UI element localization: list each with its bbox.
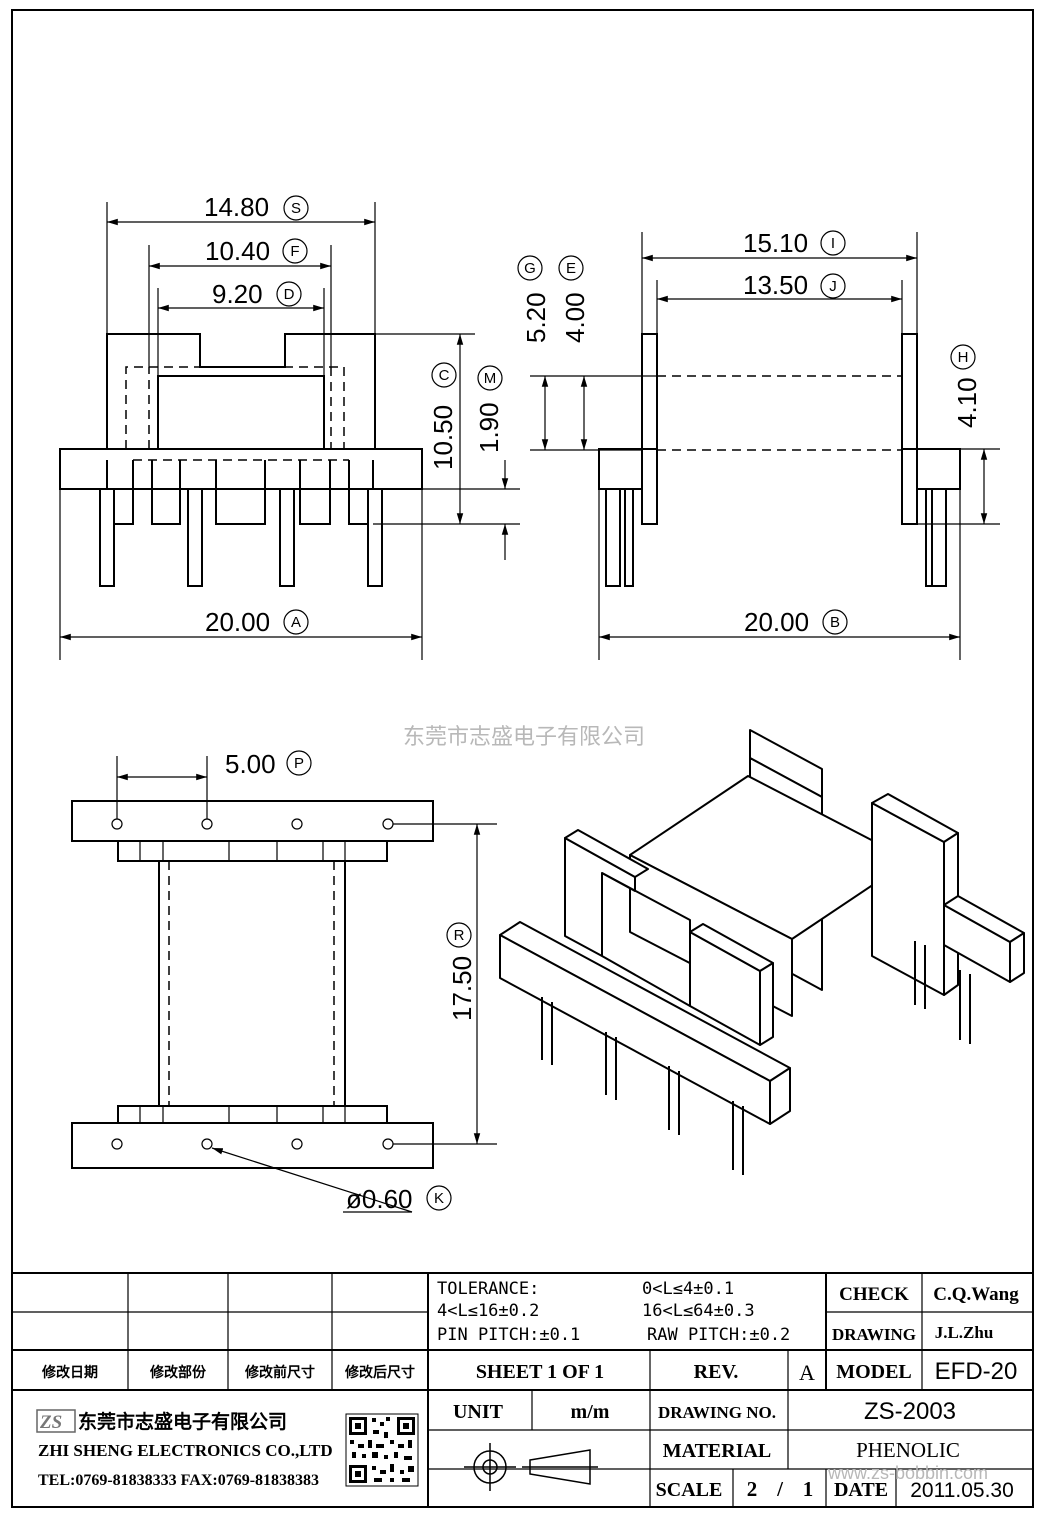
material-value: PHENOLIC	[856, 1438, 960, 1462]
title-block: 修改日期 修改部份 修改前尺寸 修改后尺寸 TOLERANCE: 0<L≤4±0…	[12, 1272, 1033, 1507]
dim-B-letter: B	[830, 614, 840, 631]
top-view	[71, 800, 434, 1169]
dim-M-letter: M	[484, 370, 497, 387]
dim-H-letter: H	[958, 349, 969, 366]
dim-G-value: 5.20	[521, 292, 551, 343]
dim-C-value: 10.50	[428, 405, 458, 470]
rev-header-after: 修改后尺寸	[344, 1364, 415, 1381]
unit-label: UNIT	[453, 1401, 504, 1423]
rev-header-before: 修改前尺寸	[244, 1364, 315, 1381]
drawing-no-value: ZS-2003	[864, 1398, 956, 1425]
model-value: EFD-20	[935, 1358, 1018, 1385]
dim-G-letter: G	[524, 260, 536, 277]
drawing-value: J.L.Zhu	[935, 1323, 994, 1342]
dim-F-letter: F	[290, 243, 299, 260]
dim-J-letter: J	[829, 278, 837, 295]
dim-P-value: 5.00	[225, 749, 276, 779]
dim-P-letter: P	[294, 755, 304, 772]
side-view	[598, 333, 961, 587]
dim-E-letter: E	[566, 260, 576, 277]
front-view	[59, 333, 423, 587]
company-name-en: ZHI SHENG ELECTRONICS CO.,LTD	[38, 1441, 333, 1460]
dim-D-letter: D	[284, 286, 295, 303]
top-dimensions: 5.00 P 17.50 R ø0.60 K	[116, 749, 497, 1214]
svg-text:ZS: ZS	[39, 1412, 62, 1433]
tolerance-3: 16<L≤64±0.3	[642, 1301, 755, 1321]
projection-symbol	[464, 1443, 598, 1491]
model-label: MODEL	[836, 1361, 912, 1383]
tolerance-label: TOLERANCE:	[437, 1279, 539, 1299]
watermark-center: 东莞市志盛电子有限公司	[403, 725, 645, 750]
dim-S-letter: S	[291, 200, 301, 217]
scale-label: SCALE	[656, 1479, 723, 1501]
material-label: MATERIAL	[663, 1440, 772, 1462]
rev-header-part: 修改部份	[149, 1364, 207, 1381]
dim-K-letter: K	[434, 1190, 444, 1207]
check-label: CHECK	[839, 1284, 909, 1305]
dim-H-value: 4.10	[952, 377, 982, 428]
date-value: 2011.05.30	[910, 1479, 1014, 1502]
dim-A-value: 20.00	[205, 607, 270, 637]
company-logo: ZS	[36, 1409, 76, 1433]
sheet-border	[11, 9, 1034, 1508]
check-value: C.Q.Wang	[933, 1284, 1019, 1305]
drawing-label: DRAWING	[832, 1325, 916, 1344]
dim-D-value: 9.20	[212, 279, 263, 309]
tolerance-2: 4<L≤16±0.2	[437, 1301, 539, 1321]
dim-I-letter: I	[831, 235, 835, 252]
front-dimensions: 14.80 S 10.40 F 9.20 D 10.50 C 1.90 M 20…	[59, 192, 520, 660]
scale-separator: /	[776, 1477, 784, 1501]
dim-C-letter: C	[439, 367, 450, 384]
company-name-cn: 东莞市志盛电子有限公司	[78, 1410, 287, 1433]
dim-S-value: 14.80	[204, 192, 269, 222]
isometric-view	[499, 729, 1025, 1175]
dim-A-letter: A	[291, 614, 301, 631]
tolerance-1: 0<L≤4±0.1	[642, 1279, 734, 1299]
dim-I-value: 15.10	[743, 228, 808, 258]
dim-R-letter: R	[454, 927, 465, 944]
pin-pitch: PIN PITCH:±0.1	[437, 1325, 580, 1345]
rev-value: A	[799, 1360, 815, 1385]
date-label: DATE	[834, 1479, 888, 1501]
side-dimensions: 15.10 I 13.50 J 5.20 G 4.00 E 4.10 H 20.…	[517, 228, 1000, 660]
rev-header-date: 修改日期	[41, 1364, 98, 1381]
dim-J-value: 13.50	[743, 270, 808, 300]
dim-K-value: ø0.60	[346, 1184, 413, 1214]
watermark-url: www.zs-bobbin.com	[827, 1463, 988, 1483]
scale-numerator: 2	[747, 1477, 758, 1501]
dim-E-value: 4.00	[560, 292, 590, 343]
raw-pitch: RAW PITCH:±0.2	[647, 1325, 790, 1345]
dim-R-value: 17.50	[447, 956, 477, 1021]
dim-F-value: 10.40	[205, 236, 270, 266]
rev-label: REV.	[694, 1361, 739, 1383]
company-contact: TEL:0769-81838333 FAX:0769-81838383	[38, 1472, 319, 1489]
dim-M-value: 1.90	[474, 402, 504, 453]
dim-B-value: 20.00	[744, 607, 809, 637]
sheet-info: SHEET 1 OF 1	[476, 1361, 604, 1383]
qr-code	[345, 1413, 419, 1487]
unit-value: m/m	[571, 1401, 610, 1423]
drawing-no-label: DRAWING NO.	[658, 1403, 776, 1422]
scale-denominator: 1	[803, 1477, 814, 1501]
